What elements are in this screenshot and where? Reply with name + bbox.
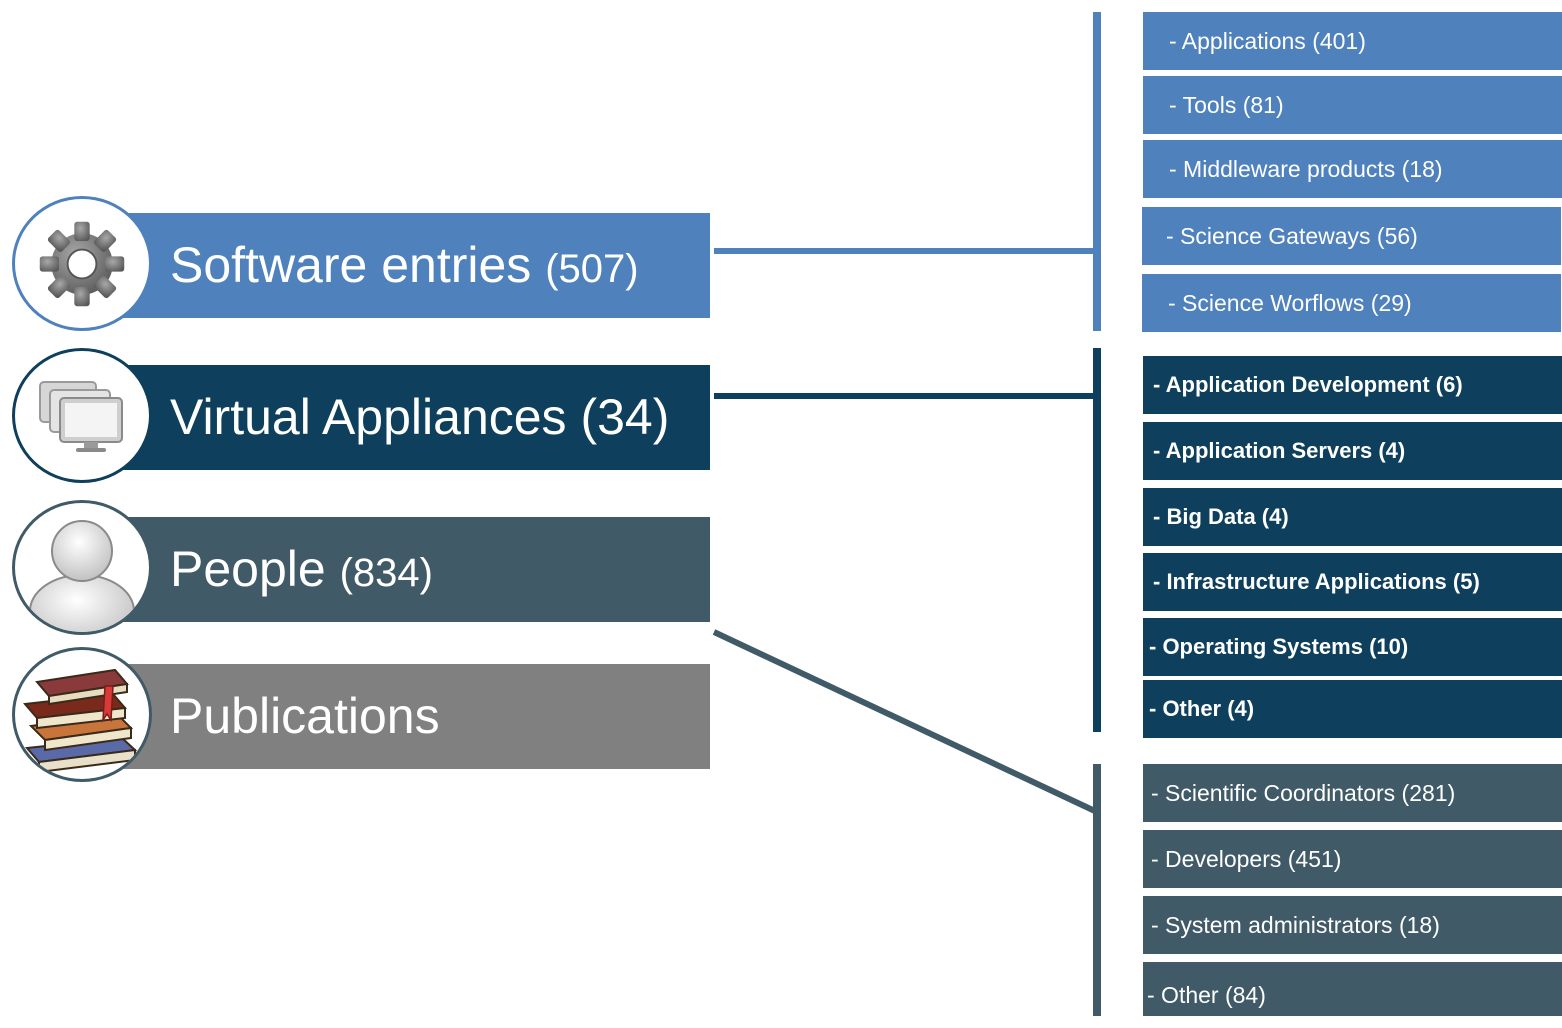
va-item-infrastructure-applications[interactable]: - Infrastructure Applications (5): [1143, 553, 1562, 611]
publications-icon-circle: [12, 647, 152, 782]
publications-title: Publications: [170, 688, 440, 744]
va-item-application-servers[interactable]: - Application Servers (4): [1143, 422, 1562, 480]
va-label: Virtual Appliances (34): [170, 365, 669, 470]
va-item-operating-systems[interactable]: - Operating Systems (10): [1143, 618, 1562, 676]
software-title: Software entries: [170, 237, 532, 293]
category-virtual-appliances[interactable]: Virtual Appliances (34): [0, 348, 710, 483]
people-count: (834): [339, 551, 433, 595]
people-connector: [712, 629, 1099, 815]
va-item-big-data[interactable]: - Big Data (4): [1143, 488, 1562, 546]
software-count: (507): [545, 247, 639, 291]
software-item-tools[interactable]: - Tools (81): [1143, 76, 1562, 134]
people-item-system-administrators[interactable]: - System administrators (18): [1143, 896, 1562, 954]
category-publications[interactable]: Publications: [0, 647, 710, 782]
people-title: People: [170, 541, 326, 597]
software-item-science-gateways[interactable]: - Science Gateways (56): [1142, 207, 1561, 265]
person-icon: [29, 519, 135, 632]
people-item-other[interactable]: - Other (84): [1143, 962, 1562, 1016]
category-software-entries[interactable]: Software entries (507): [0, 196, 710, 331]
category-people[interactable]: People (834): [0, 500, 710, 635]
software-item-science-workflows[interactable]: - Science Worflows (29): [1142, 274, 1561, 332]
va-item-other[interactable]: - Other (4): [1143, 680, 1562, 738]
people-bar: [120, 517, 710, 622]
publications-label: Publications: [170, 664, 440, 769]
books-icon: [23, 668, 138, 773]
people-item-scientific-coordinators[interactable]: - Scientific Coordinators (281): [1143, 764, 1562, 822]
software-bar: [120, 213, 710, 318]
software-item-middleware[interactable]: - Middleware products (18): [1143, 140, 1562, 198]
va-title: Virtual Appliances (34): [170, 389, 670, 445]
monitors-icon: [39, 380, 123, 452]
software-icon-circle: [12, 196, 152, 331]
software-item-applications[interactable]: - Applications (401): [1143, 12, 1562, 70]
gear-icon: [39, 221, 125, 306]
software-label: Software entries (507): [170, 213, 639, 318]
va-item-application-development[interactable]: - Application Development (6): [1143, 356, 1562, 414]
publications-bar: [120, 664, 710, 769]
people-icon-circle: [12, 500, 152, 635]
va-icon-circle: [12, 348, 152, 483]
va-bar: [120, 365, 710, 470]
people-item-developers[interactable]: - Developers (451): [1143, 830, 1562, 888]
people-label: People (834): [170, 517, 433, 622]
